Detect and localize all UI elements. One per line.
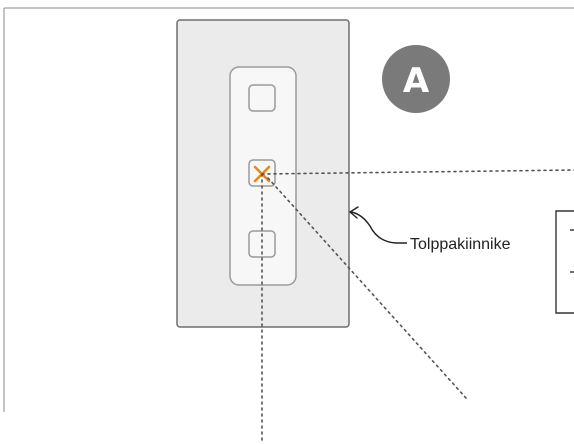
partial-box: [555, 210, 574, 314]
arrow-head: [349, 206, 359, 219]
diagonal-guide: [267, 177, 467, 399]
callout-label: Tolppakiinnike: [410, 236, 511, 253]
badge-circle: [382, 45, 450, 113]
badge-letter: A: [403, 61, 430, 101]
horizontal-guide: [261, 169, 574, 175]
bottom-slot: [248, 230, 276, 258]
dotted-guides: [261, 169, 574, 441]
top-slot: [248, 84, 276, 112]
outer-frame: [3, 7, 574, 412]
curved-arrow-icon: [350, 211, 407, 244]
